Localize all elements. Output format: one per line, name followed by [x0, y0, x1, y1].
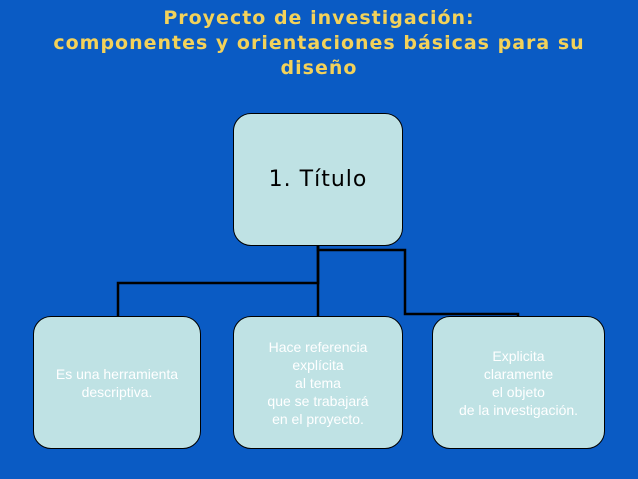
- title-line-3: diseño: [280, 57, 358, 79]
- child-3-line-2: claramente: [483, 365, 554, 382]
- child-2-line-2: explícita: [292, 356, 344, 373]
- child-2-line-3: al tema: [295, 374, 341, 391]
- title-line-1: Proyecto de investigación:: [163, 7, 475, 29]
- child-2-line-1: Hace referencia: [268, 338, 368, 355]
- root-node-label: 1. Título: [268, 167, 368, 192]
- slide-title: Proyecto de investigación: componentes y…: [0, 6, 638, 81]
- child-1-line-1: Es una herramienta: [55, 365, 179, 382]
- title-line-2: componentes y orientaciones básicas para…: [53, 32, 585, 54]
- child-2-line-5: en el proyecto.: [272, 410, 364, 427]
- child-node-herramienta: Es una herramienta descriptiva.: [33, 316, 201, 449]
- child-node-referencia: Hace referencia explícita al tema que se…: [233, 316, 403, 449]
- connector-root-to-right: [316, 246, 520, 316]
- child-3-line-3: el objeto: [492, 383, 545, 400]
- connector-root-to-left: [116, 246, 320, 316]
- child-2-line-4: que se trabajará: [267, 392, 369, 409]
- child-1-line-2: descriptiva.: [81, 383, 153, 400]
- child-3-line-4: de la investigación.: [458, 401, 579, 418]
- child-3-line-1: Explicita: [492, 347, 545, 364]
- child-node-objeto: Explicita claramente el objeto de la inv…: [432, 316, 605, 449]
- root-node-titulo: 1. Título: [233, 113, 403, 246]
